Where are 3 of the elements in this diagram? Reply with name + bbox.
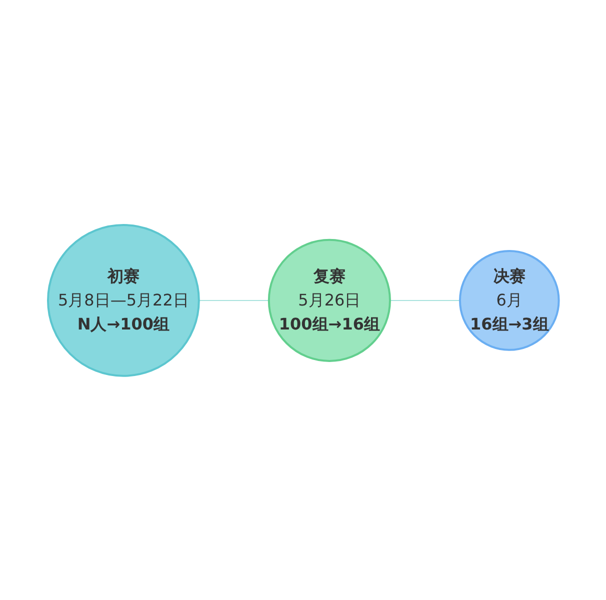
node-circle: 复赛 5月26日 100组→16组 bbox=[268, 238, 391, 362]
node-circle: 决赛 6月 16组→3组 bbox=[458, 250, 560, 350]
node-circle: 初赛 5月8日—5月22日 N人→100组 bbox=[46, 224, 200, 376]
